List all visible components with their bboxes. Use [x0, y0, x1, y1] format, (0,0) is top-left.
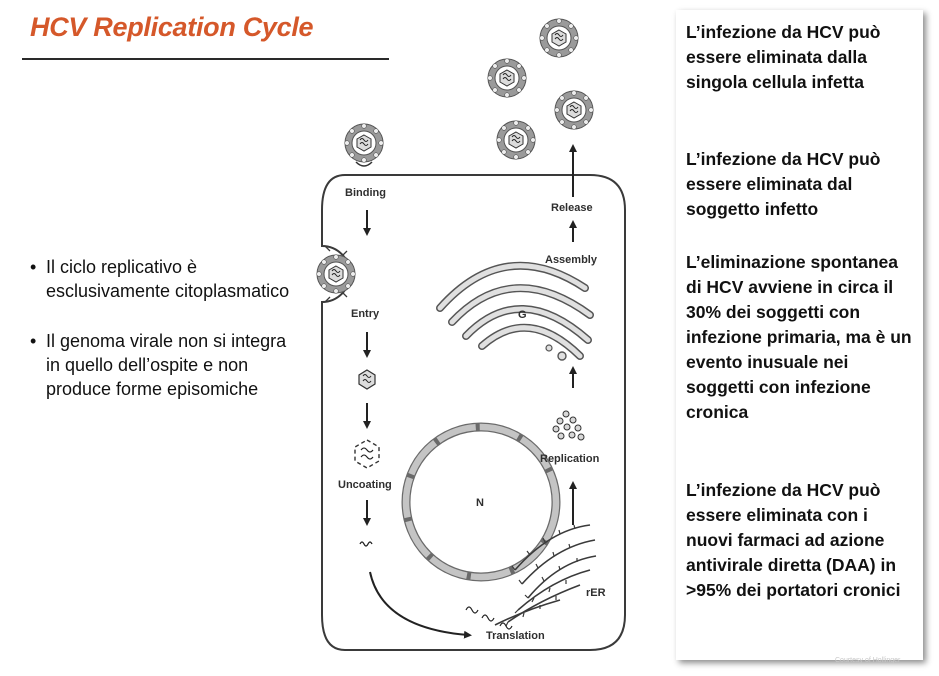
virion-released: [487, 58, 527, 98]
golgi-apparatus: [436, 261, 594, 360]
uncoating-capsid-icon: [354, 439, 380, 469]
bullet-item: Il genoma virale non si integra in quell…: [30, 329, 300, 401]
label-rer: rER: [586, 587, 606, 599]
label-translation: Translation: [486, 630, 545, 642]
rna-genome-icon: [359, 541, 373, 547]
label-golgi: G: [518, 309, 527, 321]
label-nucleus: N: [476, 497, 484, 509]
nucleus: [401, 422, 561, 582]
info-paragraph: L’infezione da HCV può essere eliminata …: [686, 22, 881, 92]
label-entry: Entry: [351, 308, 380, 320]
bullet-list: Il ciclo replicativo è esclusivamente ci…: [30, 255, 300, 427]
image-credit: Courtesy of Hollinger: [835, 657, 901, 664]
virion-binding: [344, 123, 384, 163]
label-assembly: Assembly: [545, 254, 598, 266]
virion-released: [496, 120, 536, 160]
hcv-cycle-diagram: Binding Entry Uncoating Translation Repl…: [316, 18, 626, 651]
info-paragraph: L’infezione da HCV può essere eliminata …: [686, 149, 881, 219]
label-binding: Binding: [345, 187, 386, 199]
virion-released: [539, 18, 579, 58]
label-replication: Replication: [540, 453, 600, 465]
rough-er: [494, 524, 597, 627]
nucleocapsid-icon: [358, 369, 376, 390]
info-paragraph: L’infezione da HCV può essere eliminata …: [686, 480, 901, 600]
title-underline: [22, 58, 389, 60]
bullet-item: Il ciclo replicativo è esclusivamente ci…: [30, 255, 300, 303]
polyprotein-icon: [465, 606, 513, 630]
info-paragraph: L’eliminazione spontanea di HCV avviene …: [686, 252, 912, 422]
replication-complex: [552, 410, 585, 441]
virion-entering: [316, 254, 356, 294]
label-uncoating: Uncoating: [338, 479, 392, 491]
arrow-to-translation: [369, 571, 472, 639]
page-title: HCV Replication Cycle: [30, 12, 314, 42]
info-panel: L’infezione da HCV può essere eliminata …: [676, 10, 923, 660]
label-release: Release: [551, 202, 593, 214]
virion-released: [554, 90, 594, 130]
